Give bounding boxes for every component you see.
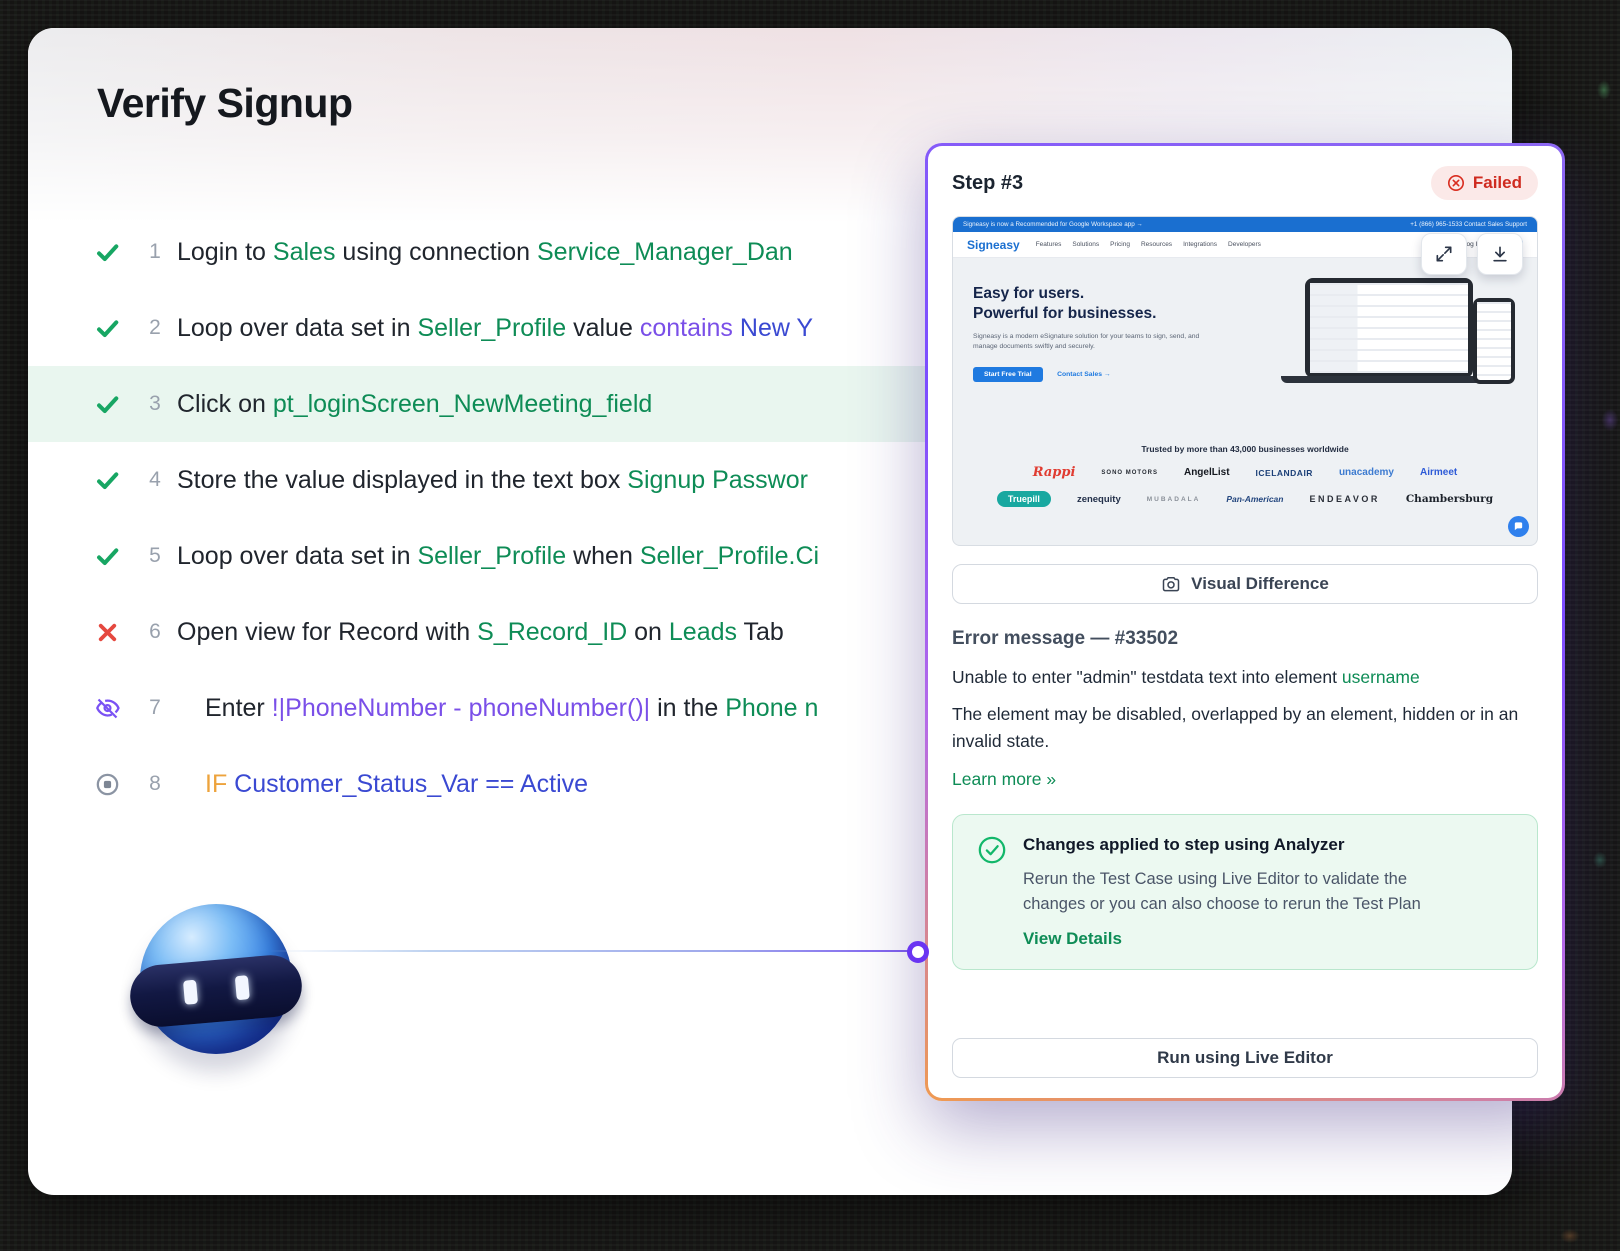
step-row[interactable]: 5 Loop over data set in Seller_Profile wh…	[28, 518, 1512, 594]
failed-icon	[1447, 174, 1465, 192]
error-message: Unable to enter "admin" testdata text in…	[952, 664, 1538, 691]
error-title: Error message — #33502	[952, 628, 1179, 649]
step-number: 3	[149, 392, 161, 415]
site-nav-item: Resources	[1140, 241, 1173, 248]
logo-mubadala: MUBADALA	[1146, 495, 1201, 503]
check-icon	[94, 543, 121, 570]
logo-airmeet: Airmeet	[1419, 467, 1458, 478]
site-contact-sales-link: Contact Sales →	[1057, 370, 1111, 378]
step-text: Enter !|PhoneNumber - phoneNumber()| in …	[205, 693, 819, 722]
robot-avatar[interactable]	[127, 904, 310, 1066]
step-number: 8	[149, 772, 161, 795]
site-headline: Easy for users.	[973, 285, 1085, 302]
analyzer-box: Changes applied to step using Analyzer R…	[952, 814, 1538, 970]
username-link[interactable]: username	[1341, 667, 1420, 687]
site-nav-item: Features	[1035, 241, 1062, 248]
step-number: 7	[149, 696, 161, 719]
site-headline: Powerful for businesses.	[973, 305, 1157, 323]
learn-more-link[interactable]: Learn more »	[952, 769, 1057, 790]
site-banner-text: Signeasy is now a Recommended for Google…	[963, 221, 1143, 228]
step-text: Store the value displayed in the text bo…	[177, 465, 808, 494]
robot-eye	[182, 979, 199, 1005]
camera-icon	[1161, 574, 1181, 594]
logo-angellist: AngelList	[1183, 467, 1230, 478]
step-row[interactable]: 8 IF Customer_Status_Var == Active	[28, 746, 1512, 822]
site-nav-item: Developers	[1228, 241, 1261, 248]
step-text: Loop over data set in Seller_Profile whe…	[177, 541, 820, 570]
chat-bubble-icon[interactable]	[1508, 516, 1529, 537]
step-text: Click on pt_loginScreen_NewMeeting_field	[177, 389, 653, 418]
site-nav-links: Features Solutions Pricing Resources Integra…	[1036, 241, 1261, 248]
visual-difference-button[interactable]: Visual Difference	[952, 564, 1538, 604]
logos-row-1: Rappi SONO MOTORS AngelList ICELANDAIR unaca…	[953, 465, 1537, 480]
check-icon	[94, 315, 121, 342]
step-number: 4	[149, 468, 161, 491]
success-icon	[977, 835, 1007, 949]
download-button[interactable]	[1477, 233, 1523, 275]
laptop-mockup	[1305, 278, 1473, 378]
hero-mockups	[1272, 276, 1517, 432]
step-text: Login to Sales using connection Service_…	[177, 237, 793, 266]
site-nav-item: Pricing	[1110, 241, 1130, 248]
connector-line	[268, 950, 916, 952]
step-number: 2	[149, 316, 161, 339]
step-screenshot: Signeasy is now a Recommended for Google…	[952, 216, 1538, 546]
step-row[interactable]: 4 Store the value displayed in the text b…	[28, 442, 1512, 518]
view-details-link[interactable]: View Details	[1023, 928, 1122, 948]
analyzer-body: Rerun the Test Case using Live Editor to…	[1023, 870, 1421, 914]
error-message-text: Unable to enter "admin" testdata text in…	[952, 667, 1342, 687]
step-detail-panel: Step #3 Failed Signeasy is now a Recomme…	[925, 143, 1565, 1101]
site-topbar-links: +1 (866) 965-1533 Contact Sales Support	[1410, 221, 1527, 228]
logos-row-2: Truepill zenequity MUBADALA Pan-American END…	[953, 491, 1537, 507]
step-number: 5	[149, 544, 161, 567]
step-text: IF Customer_Status_Var == Active	[205, 769, 589, 798]
panel-title: Step #3	[952, 171, 1024, 194]
logo-zenequity: zenequity	[1076, 493, 1121, 505]
eye-slash-icon	[94, 695, 121, 722]
step-row[interactable]: 2 Loop over data set in Seller_Profile va…	[28, 290, 1512, 366]
status-badge: Failed	[1430, 166, 1538, 200]
x-icon	[94, 619, 121, 646]
logo-endeavor: ENDEAVOR	[1309, 494, 1380, 504]
expand-button[interactable]	[1421, 233, 1467, 275]
logo-chambersburg: Chambersburg	[1405, 493, 1494, 505]
step-row[interactable]: 1 Login to Sales using connection Service…	[28, 214, 1512, 290]
check-icon	[94, 467, 121, 494]
error-detail: The element may be disabled, overlapped …	[952, 704, 1519, 752]
step-row[interactable]: 7 Enter !|PhoneNumber - phoneNumber()| in…	[28, 670, 1512, 746]
check-icon	[94, 391, 121, 418]
stop-icon	[94, 771, 121, 798]
page-title: Verify Signup	[97, 80, 353, 126]
run-live-editor-button[interactable]: Run using Live Editor	[952, 1038, 1538, 1078]
phone-mockup	[1473, 298, 1515, 384]
site-nav-item: Integrations	[1183, 241, 1218, 248]
step-number: 6	[149, 620, 161, 643]
logo-truepill: Truepill	[996, 491, 1051, 507]
logo-sono: SONO MOTORS	[1101, 469, 1158, 476]
site-subtext: Signeasy is a modern eSignature solution…	[973, 333, 1200, 351]
analyzer-title: Changes applied to step using Analyzer	[1023, 835, 1345, 855]
site-login-link: Log In	[1462, 241, 1481, 248]
robot-eye	[234, 975, 250, 1001]
site-hero: Easy for users. Powerful for businesses.…	[953, 258, 1537, 436]
connector-node	[907, 941, 929, 963]
check-icon	[94, 239, 121, 266]
logo-panam: Pan-American	[1226, 494, 1284, 504]
site-logo: Signeasy	[967, 237, 1020, 252]
step-row[interactable]: 6 Open view for Record with S_Record_ID o…	[28, 594, 1512, 670]
logo-unacademy: unacademy	[1338, 467, 1394, 478]
logo-icelandair: ICELANDAIR	[1255, 467, 1313, 478]
site-start-trial-button: Start Free Trial	[973, 366, 1043, 382]
laptop-base	[1281, 376, 1495, 383]
step-text: Loop over data set in Seller_Profile val…	[177, 313, 814, 342]
site-announcement-bar: Signeasy is now a Recommended for Google…	[953, 217, 1537, 232]
trusted-text: Trusted by more than 43,000 businesses w…	[1141, 444, 1349, 454]
step-number: 1	[149, 240, 161, 263]
site-nav-item: Solutions	[1072, 241, 1100, 248]
logo-rappi: Rappi	[1032, 465, 1076, 480]
visual-difference-label: Visual Difference	[1191, 574, 1329, 593]
status-label: Failed	[1472, 173, 1522, 192]
step-text: Open view for Record with S_Record_ID on…	[177, 617, 784, 646]
